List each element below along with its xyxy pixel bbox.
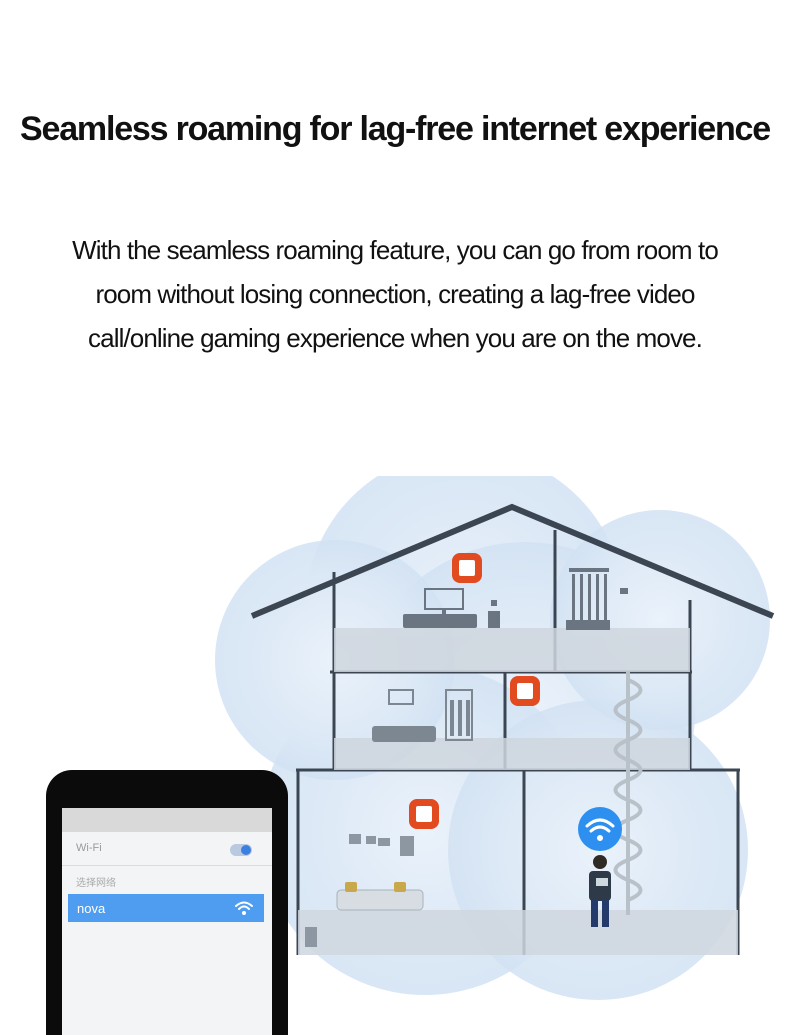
description-line-3: call/online gaming experience when you a… <box>88 323 703 353</box>
wifi-toggle[interactable] <box>230 844 252 856</box>
description-line-1: With the seamless roaming feature, you c… <box>72 235 719 265</box>
router-icon <box>510 676 540 706</box>
headline: Seamless roaming for lag-free internet e… <box>20 110 771 148</box>
roof <box>250 503 775 619</box>
toggle-knob <box>241 845 251 855</box>
wifi-label: Wi-Fi <box>76 842 102 854</box>
person-icon <box>589 855 611 927</box>
house-illustration <box>0 476 790 1035</box>
description: With the seamless roaming feature, you c… <box>30 228 760 360</box>
description-line-2: room without losing connection, creating… <box>95 279 695 309</box>
network-name: nova <box>77 901 106 916</box>
choose-network-label: 选择网络 <box>76 878 116 889</box>
wifi-setting-row[interactable]: Wi-Fi <box>62 836 272 866</box>
phone-screen: Wi-Fi 选择网络 nova <box>62 808 272 1035</box>
wifi-icon <box>235 901 253 915</box>
wifi-icon <box>578 807 622 851</box>
house-drawing <box>215 476 775 1000</box>
router-icon <box>409 799 439 829</box>
network-item-nova[interactable]: nova <box>68 894 264 922</box>
router-icon <box>452 553 482 583</box>
spiral-staircase <box>613 672 643 915</box>
status-bar <box>62 808 272 832</box>
